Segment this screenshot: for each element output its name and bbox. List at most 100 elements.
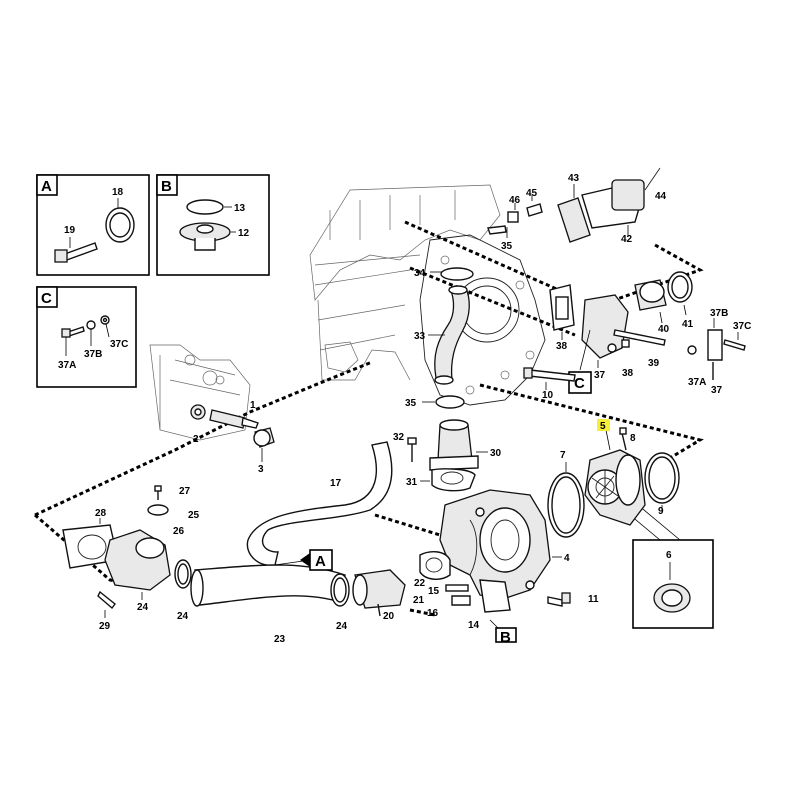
flag-c-letter[interactable]: C [574,375,585,392]
housing-25 [104,529,171,591]
label-23: 23 [274,634,286,645]
flag-a-letter[interactable]: A [315,553,326,570]
detail-box-a-letter: A [41,178,52,195]
label-33: 32 [393,432,405,443]
sensor-50 [526,203,543,217]
label-1: 1 [250,400,256,411]
label-46: 41 [682,319,694,330]
label-28: 27 [179,486,191,497]
label-14: 14 [468,620,480,631]
label-35-lower: 35 [405,398,417,409]
label-13: 13 [234,203,246,214]
hose-17: 17 [246,441,393,567]
pipe-34 [434,287,470,381]
label-2: 2 [193,434,199,445]
label-21: 21 [413,595,425,606]
left-sensor-group: 2 1 3 [190,400,275,475]
label-50: 45 [526,188,538,199]
label-37: 37 [594,370,606,381]
label-22: 22 [414,578,426,589]
top-right-components: 44 43 42 45 46 35 [487,167,667,252]
label-39: 37 [711,385,723,396]
impeller-group: 7 8 9 [547,427,680,538]
label-37a: 37A [58,360,76,371]
label-5[interactable]: 5 [600,421,606,432]
label-17: 17 [330,478,342,489]
label-10: 10 [542,390,554,401]
detail-box-c-letter: C [41,290,52,307]
flange-48 [557,197,591,243]
water-pump-body-4: 4 11 [439,489,599,613]
label-35-upper: 34 [414,268,426,279]
label-51: 46 [509,195,521,206]
label-24-right: 24 [336,621,348,632]
label-12: 12 [238,228,250,239]
flag-b[interactable]: B [489,619,517,646]
detail-box-bearing: 6 [611,489,714,629]
highlight-marker [597,419,610,431]
label-11: 11 [588,594,599,605]
flag-b-letter[interactable]: B [500,629,511,646]
label-34: 33 [414,331,426,342]
left-housing-group: 28 24 29 25 27 26 24 [62,485,200,632]
label-6: 6 [666,550,672,561]
label-41: 37B [710,308,728,319]
label-45: 40 [658,324,670,335]
label-31: 30 [490,448,502,459]
label-30: 29 [99,621,111,632]
label-3: 3 [258,464,264,475]
label-19: 19 [64,225,76,236]
bolt-44 [613,329,666,346]
label-4: 4 [564,553,570,564]
detail-box-a: A 18 19 [36,174,150,276]
gasket-26 [147,504,169,516]
engine-block-outline [149,184,501,441]
label-37b: 37B [84,349,102,360]
pipe-20-group: 24 20 [330,569,406,632]
label-47: 42 [621,234,633,245]
bracket-41 [707,329,723,361]
o-ring-35-upper [440,267,474,281]
label-38: 38 [622,368,634,379]
label-7: 7 [560,450,566,461]
label-32: 31 [406,477,418,488]
detail-box-c: C 37C 37B 37A [36,286,137,388]
highlighted-part-5[interactable]: 5 [597,419,610,432]
label-26: 25 [188,510,200,521]
upper-pipe-group: 34 33 35 [405,267,474,409]
label-24-left: 24 [177,611,189,622]
label-49: 44 [655,191,667,202]
label-40: 37A [688,377,706,388]
sensor-1 [209,409,246,429]
label-8: 8 [630,433,636,444]
label-42: 37C [733,321,751,332]
label-37c: 37C [110,339,128,350]
flag-c[interactable]: C [568,329,592,394]
lower-fittings: 22 21 15 16 14 [413,551,480,631]
label-15: 15 [428,586,440,597]
label-25: 24 [137,602,149,613]
label-29: 28 [95,508,107,519]
label-44: 39 [648,358,660,369]
right-middle-components: 38 37 38 40 41 39 37A 37B 37C 37 [549,271,751,396]
flag-a[interactable]: A [274,549,333,571]
label-43: 38 [556,341,568,352]
label-20: 20 [383,611,395,622]
gasket-22 [419,551,451,580]
gasket-13 [186,199,224,215]
pipe-23: 23 [190,564,346,645]
housing-37 [581,294,629,359]
label-48: 43 [568,173,580,184]
label-36: 35 [501,241,513,252]
bolt-10: 10 [523,367,576,401]
connector-31: 30 32 31 [393,419,502,492]
label-9: 9 [658,506,664,517]
detail-box-b: B 13 12 [156,174,270,276]
o-ring-35-lower [435,395,465,409]
detail-box-b-letter: B [161,178,172,195]
label-16: 16 [427,608,439,619]
label-18: 18 [112,187,124,198]
label-27: 26 [173,526,185,537]
